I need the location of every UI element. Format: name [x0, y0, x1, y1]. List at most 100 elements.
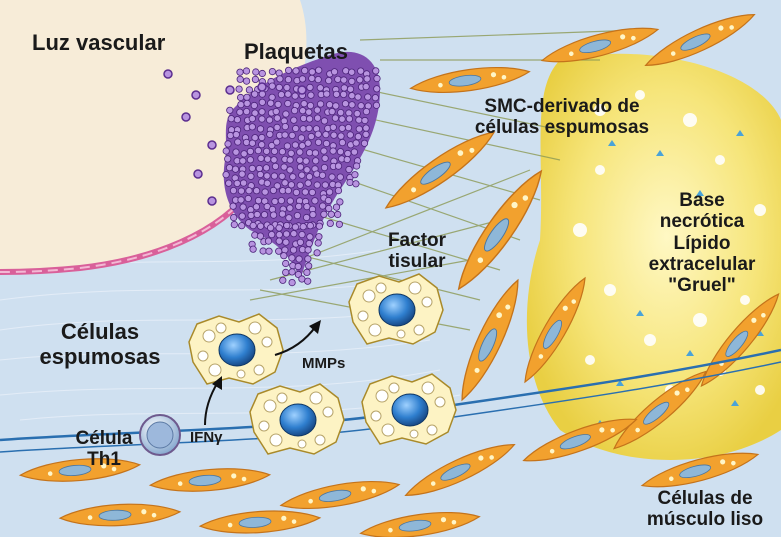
platelet-dot — [285, 100, 291, 106]
platelet-dot — [309, 69, 315, 75]
tissue-factor-line1: Factor — [372, 230, 462, 251]
platelet-dot — [282, 123, 288, 129]
platelet-dot — [243, 108, 249, 114]
platelet-dot — [372, 95, 378, 101]
platelet-dot — [341, 85, 347, 91]
platelet-dot — [288, 150, 294, 156]
lumen-label: Luz vascular — [32, 31, 165, 56]
platelet-dot — [304, 269, 310, 275]
platelet-dot — [283, 231, 289, 237]
platelet-dot — [373, 102, 379, 108]
platelet-dot — [347, 132, 353, 138]
platelet-dot — [233, 149, 239, 155]
platelet-dot — [329, 108, 335, 114]
platelet-dot — [300, 224, 306, 230]
smc-foam-label-line2: células espumosas — [462, 117, 662, 138]
platelet-dot — [238, 188, 244, 194]
platelet-dot — [322, 155, 328, 161]
platelet-dot — [322, 182, 328, 188]
platelet-dot — [302, 189, 308, 195]
platelet-dot — [339, 116, 345, 122]
platelet-dot — [335, 76, 341, 82]
platelet-dot — [355, 94, 361, 100]
platelet-dot — [321, 164, 327, 170]
ifn-gamma-label: IFNγ — [190, 430, 223, 447]
platelet-dot — [307, 102, 313, 108]
platelet-dot — [292, 93, 298, 99]
platelet-dot — [276, 248, 282, 254]
platelet-dot — [227, 132, 233, 138]
core-label-line5: "Gruel" — [632, 275, 772, 296]
platelet-dot — [306, 240, 312, 246]
necrotic-core-label: Base necrótica Lípido extracelular "Grue… — [632, 190, 772, 296]
platelet-dot — [286, 215, 292, 221]
platelet-dot — [257, 171, 263, 177]
smc-foam-label-line1: SMC-derivado de — [462, 96, 662, 117]
platelet-dot — [302, 67, 308, 73]
platelet-dot — [321, 118, 327, 124]
platelet-dot — [325, 197, 331, 203]
platelet-dot — [349, 93, 355, 99]
platelet-dot — [274, 139, 280, 145]
platelet-dot — [305, 180, 311, 186]
platelet-dot — [239, 223, 245, 229]
platelet-dot — [309, 75, 315, 81]
platelet-dot — [283, 260, 289, 266]
platelet-dot — [349, 78, 355, 84]
platelet-dot — [317, 101, 323, 107]
platelet-dot — [258, 155, 264, 161]
platelet-dot — [284, 84, 290, 90]
platelet-dot — [263, 165, 269, 171]
platelet-dot — [346, 116, 352, 122]
platelet-dot — [349, 102, 355, 108]
platelet-dot — [330, 124, 336, 130]
smooth-muscle-line2: músculo liso — [630, 509, 780, 530]
platelet-dot — [237, 94, 243, 100]
platelet-dot — [234, 180, 240, 186]
platelet-dot — [246, 87, 252, 93]
platelet-dot — [259, 134, 265, 140]
platelet-dot — [255, 197, 261, 203]
platelet-dot — [306, 109, 312, 115]
platelet-dot — [244, 94, 250, 100]
platelet-dot — [335, 187, 341, 193]
platelet-dot — [319, 172, 325, 178]
platelet-dot — [353, 181, 359, 187]
platelet-dot — [346, 166, 352, 172]
platelet-dot — [230, 187, 236, 193]
platelet-dot — [263, 148, 269, 154]
platelet-dot — [270, 187, 276, 193]
platelet-dot — [347, 179, 353, 185]
platelet-dot — [291, 107, 297, 113]
platelet-dot — [261, 212, 267, 218]
core-label-line1: Base — [632, 190, 772, 211]
platelets-label: Plaquetas — [244, 40, 348, 65]
platelet-dot — [253, 204, 259, 210]
platelet-dot — [314, 107, 320, 113]
platelet-dot — [225, 141, 231, 147]
platelet-dot — [274, 115, 280, 121]
platelet-dot — [257, 223, 263, 229]
platelet-dot — [249, 124, 255, 130]
platelet-dot — [243, 78, 249, 84]
platelet-dot — [279, 173, 285, 179]
platelet-dot — [306, 174, 312, 180]
platelet-dot — [282, 132, 288, 138]
platelet-dot — [264, 173, 270, 179]
platelet-dot — [287, 198, 293, 204]
platelet-dot — [306, 125, 312, 131]
platelet-dot — [259, 109, 265, 115]
platelet-dot — [223, 172, 229, 178]
platelet-dot — [287, 205, 293, 211]
platelet-dot — [363, 131, 369, 137]
platelet-dot — [284, 222, 290, 228]
platelet-dot — [338, 109, 344, 115]
platelet-dot — [237, 109, 243, 115]
platelet-dot — [374, 75, 380, 81]
platelet-dot — [250, 246, 256, 252]
platelet-dot — [292, 224, 298, 230]
platelet-dot — [307, 234, 313, 240]
platelet-dot — [327, 220, 333, 226]
platelet-dot — [362, 117, 368, 123]
